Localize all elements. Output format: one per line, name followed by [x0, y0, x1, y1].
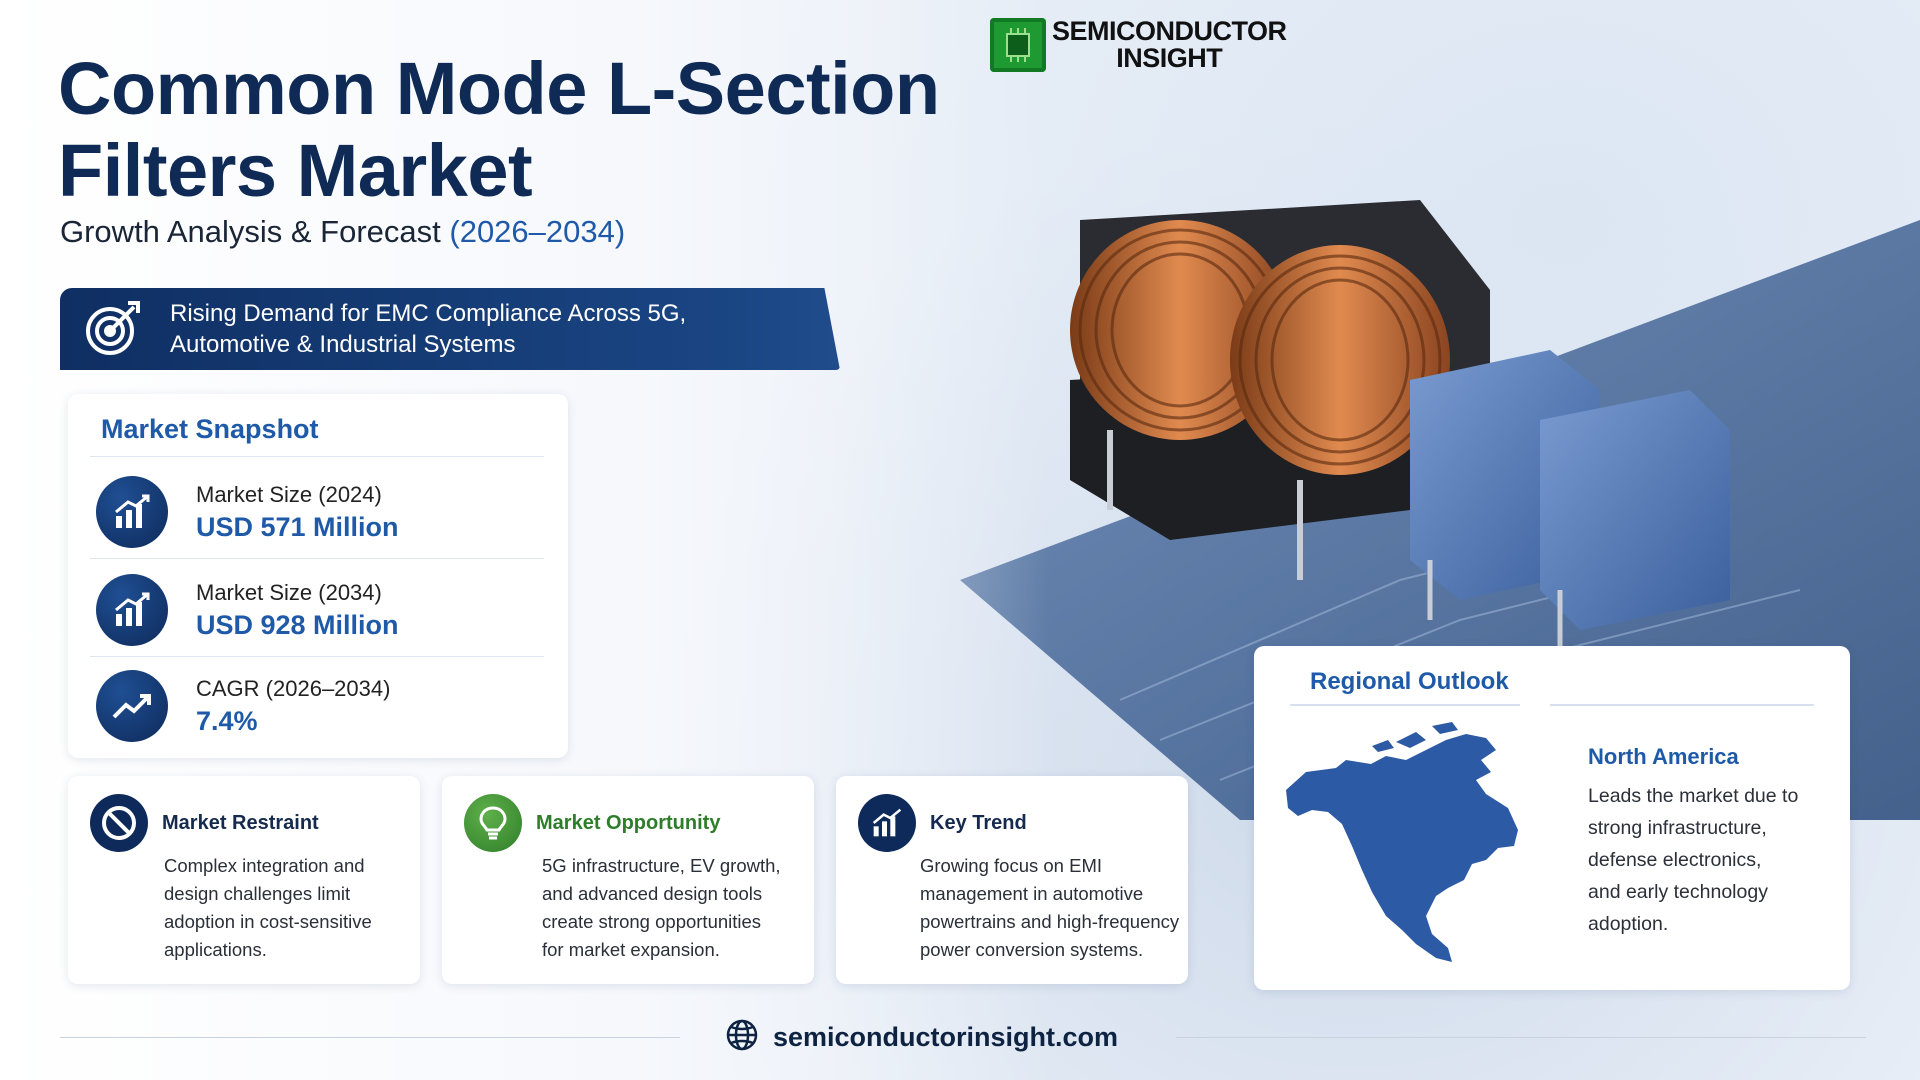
target-icon	[84, 297, 144, 362]
logo-text: SEMICONDUCTOR INSIGHT	[1052, 18, 1287, 72]
text-line: powertrains and high-frequency	[920, 911, 1180, 932]
snapshot-row-2034: Market Size (2034) USD 928 Million	[96, 574, 399, 646]
text-line: applications.	[164, 939, 267, 960]
regional-title: Regional Outlook	[1310, 668, 1509, 695]
divider	[1290, 704, 1520, 706]
snapshot-label: CAGR (2026–2034)	[196, 675, 391, 701]
subtitle-main: Growth Analysis & Forecast	[60, 214, 441, 249]
bar-chart-up-icon	[96, 574, 168, 646]
globe-icon	[725, 1018, 759, 1057]
footer-divider-left	[60, 1037, 680, 1038]
snapshot-row-2024: Market Size (2024) USD 571 Million	[96, 476, 399, 548]
north-america-map-icon	[1286, 722, 1518, 962]
banner-line1: Rising Demand for EMC Compliance Across …	[170, 300, 687, 327]
subtitle-period: (2026–2034)	[449, 214, 626, 249]
text-line: create strong opportunities	[542, 911, 762, 932]
text-line: adoption in cost-sensitive	[164, 911, 372, 932]
logo-line2: INSIGHT	[1116, 43, 1223, 73]
banner-text: Rising Demand for EMC Compliance Across …	[170, 298, 686, 360]
lightbulb-icon	[464, 794, 522, 852]
text-line: adoption.	[1588, 913, 1669, 935]
text-line: design challenges limit	[164, 883, 351, 904]
snapshot-value: USD 928 Million	[196, 609, 399, 640]
bar-chart-up-icon	[858, 794, 916, 852]
text-line: Growing focus on EMI	[920, 855, 1102, 876]
footer-url-link[interactable]: semiconductorinsight.com	[773, 1022, 1119, 1052]
text-line: defense electronics,	[1588, 849, 1762, 871]
title-line2: Filters Market	[58, 129, 533, 212]
trend-up-icon	[96, 670, 168, 742]
region-name: North America	[1588, 744, 1739, 769]
snapshot-value: 7.4%	[196, 705, 258, 736]
text-line: strong infrastructure,	[1588, 817, 1767, 839]
text-line: Complex integration and	[164, 855, 365, 876]
text-line: Leads the market due to	[1588, 785, 1799, 807]
logo-line1: SEMICONDUCTOR	[1052, 16, 1287, 46]
opportunity-text: 5G infrastructure, EV growth, and advanc…	[542, 852, 800, 964]
bar-chart-up-icon	[96, 476, 168, 548]
restraint-text: Complex integration and design challenge…	[164, 852, 406, 964]
prohibited-icon	[90, 794, 148, 852]
trend-title: Key Trend	[930, 811, 1027, 834]
divider	[1550, 704, 1814, 706]
title-line1: Common Mode L-Section	[58, 47, 940, 130]
market-snapshot-card: Market Snapshot Market Size (2024) USD 5…	[68, 394, 568, 758]
snapshot-value: USD 571 Million	[196, 511, 399, 542]
text-line: management in automotive	[920, 883, 1144, 904]
text-line: and early technology	[1588, 881, 1768, 903]
snapshot-title: Market Snapshot	[101, 414, 319, 444]
text-line: and advanced design tools	[542, 883, 763, 904]
choke-capacitor-illustration	[960, 200, 1920, 820]
snapshot-row-cagr: CAGR (2026–2034) 7.4%	[96, 670, 390, 742]
snapshot-label: Market Size (2034)	[196, 579, 382, 605]
trend-text: Growing focus on EMI management in autom…	[920, 852, 1180, 964]
market-restraint-card: Market Restraint Complex integration and…	[68, 776, 420, 984]
market-opportunity-card: Market Opportunity 5G infrastructure, EV…	[442, 776, 814, 984]
divider	[90, 456, 544, 457]
region-description: Leads the market due to strong infrastru…	[1588, 780, 1828, 940]
divider	[90, 656, 544, 657]
footer-divider-right	[1176, 1037, 1866, 1038]
opportunity-header: Market Opportunity	[464, 794, 720, 852]
page-title: Common Mode L-Section Filters Market	[58, 48, 978, 212]
banner-line2: Automotive & Industrial Systems	[170, 331, 516, 358]
footer: semiconductorinsight.com	[725, 1018, 1118, 1057]
divider	[90, 558, 544, 559]
text-line: for market expansion.	[542, 939, 720, 960]
headline-banner: Rising Demand for EMC Compliance Across …	[60, 288, 840, 370]
brand-logo: SEMICONDUCTOR INSIGHT	[990, 18, 1287, 72]
snapshot-label: Market Size (2024)	[196, 481, 382, 507]
restraint-header: Market Restraint	[90, 794, 319, 852]
page-subtitle: Growth Analysis & Forecast (2026–2034)	[60, 214, 625, 250]
opportunity-title: Market Opportunity	[536, 811, 721, 834]
chip-icon	[990, 18, 1046, 72]
restraint-title: Market Restraint	[162, 811, 319, 834]
text-line: power conversion systems.	[920, 939, 1144, 960]
trend-header: Key Trend	[858, 794, 1027, 852]
text-line: 5G infrastructure, EV growth,	[542, 855, 781, 876]
key-trend-card: Key Trend Growing focus on EMI managemen…	[836, 776, 1188, 984]
regional-outlook-card: Regional Outlook North America Leads the…	[1254, 646, 1850, 990]
